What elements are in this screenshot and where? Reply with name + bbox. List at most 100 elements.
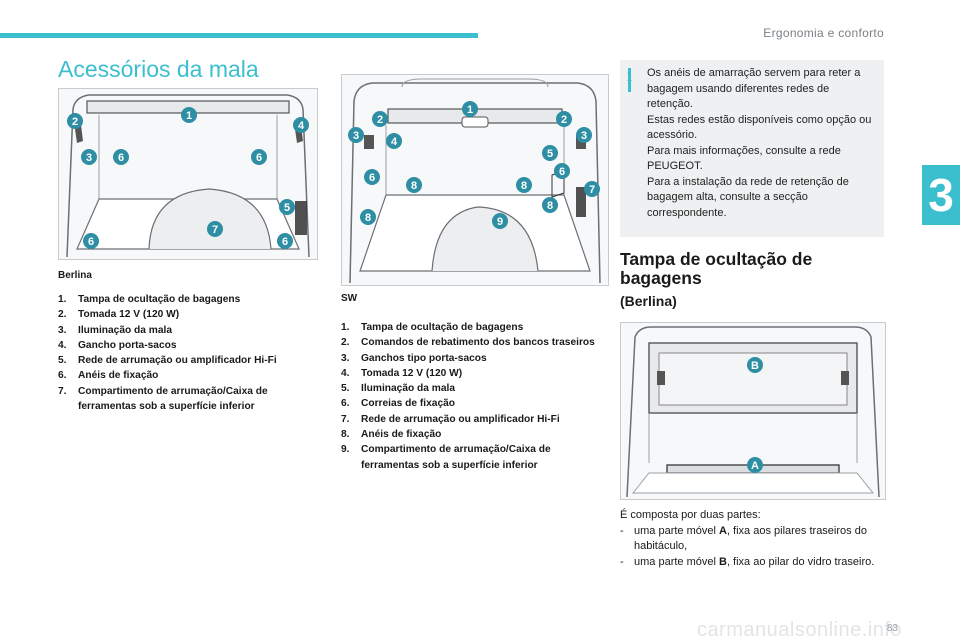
sw-callout-marker: 2 (556, 111, 572, 127)
svg-text:8: 8 (411, 180, 417, 192)
sw-legend-item: 3.Ganchos tipo porta-sacos (341, 351, 606, 366)
berlina-legend-number: 6. (58, 370, 67, 382)
berlina-callout-marker: 6 (113, 149, 129, 165)
info-note-box: i Os anéis de amarração servem para rete… (620, 60, 884, 237)
berlina-legend-number: 4. (58, 339, 67, 351)
cover-illustration: BA (626, 326, 880, 498)
info-line-1: Os anéis de amarração servem para reter … (647, 67, 861, 110)
sw-callout-marker: 6 (554, 163, 570, 179)
berlina-legend-item: 2.Tomada 12 V (120 W) (58, 307, 323, 322)
svg-text:5: 5 (547, 148, 553, 160)
sw-legend-number: 4. (341, 367, 350, 379)
sw-caption: SW (341, 293, 358, 304)
sw-legend-item: 9.Compartimento de arrumação/Caixa de fe… (341, 442, 606, 473)
chapter-tab: 3 (922, 165, 960, 225)
cover-part-b: - uma parte móvel B, fixa ao pilar do vi… (620, 555, 875, 568)
berlina-legend-text: Anéis de fixação (78, 370, 159, 382)
svg-text:1: 1 (467, 104, 473, 116)
sw-callout-marker: 1 (462, 101, 478, 117)
section-label: Ergonomia e conforto (763, 26, 884, 40)
sw-callout-marker: 3 (576, 127, 592, 143)
berlina-legend-item: 6. Anéis de fixação (58, 368, 323, 383)
sw-legend-number: 8. (341, 429, 350, 441)
info-line-2: Estas redes estão disponíveis como opção… (647, 113, 872, 142)
svg-text:6: 6 (559, 166, 565, 178)
sw-legend-text: Anéis de fixação (361, 429, 442, 441)
cover-part-b-pre: uma parte móvel (634, 555, 719, 568)
sw-legend-number: 9. (341, 444, 350, 456)
sw-legend-number: 6. (341, 398, 350, 410)
sw-callout-marker: 9 (492, 213, 508, 229)
sw-legend-text: Ganchos tipo porta-sacos (361, 352, 487, 364)
sw-callout-marker: 8 (360, 209, 376, 225)
berlina-callout-marker: 3 (81, 149, 97, 165)
berlina-caption: Berlina (58, 270, 92, 281)
svg-text:8: 8 (547, 200, 553, 212)
header-accent-bar (0, 33, 478, 38)
svg-text:6: 6 (282, 236, 288, 248)
berlina-legend-item: 7.Compartimento de arrumação/Caixa de fe… (58, 384, 323, 415)
section-heading: Tampa de ocultação de bagagens (620, 249, 813, 288)
berlina-callout-marker: 6 (277, 233, 293, 249)
cover-callout-marker: B (747, 357, 763, 373)
berlina-legend-item: 4. Gancho porta-sacos (58, 338, 323, 353)
page-number: 83 (886, 623, 898, 634)
sw-callout-marker: 6 (364, 169, 380, 185)
svg-text:7: 7 (212, 224, 218, 236)
berlina-legend-item: 3. Iluminação da mala (58, 323, 323, 338)
info-line-3: Para mais informações, consulte a rede P… (647, 144, 841, 173)
berlina-callout-marker: 7 (207, 221, 223, 237)
cover-callout-marker: A (747, 457, 763, 473)
cover-part-a: - uma parte móvel A, fixa aos pilares tr… (620, 524, 867, 553)
page-title: Acessórios da mala (58, 56, 259, 82)
cover-part-b-post: , fixa ao pilar do vidro traseiro. (726, 555, 875, 568)
cover-part-b-key: B (718, 555, 727, 568)
sw-legend-text: Correias de fixação (361, 398, 455, 410)
svg-text:6: 6 (88, 236, 94, 248)
svg-text:3: 3 (581, 130, 587, 142)
berlina-legend-text: Gancho porta-sacos (78, 339, 177, 351)
sw-legend-number: 5. (341, 383, 350, 395)
svg-text:7: 7 (589, 184, 595, 196)
svg-text:3: 3 (86, 152, 92, 164)
cover-part-a-post: , fixa aos pilares traseiros do habitácu… (634, 524, 867, 553)
sw-callout-marker: 7 (584, 181, 600, 197)
svg-text:6: 6 (256, 152, 262, 164)
berlina-legend-number: 5. (58, 355, 67, 367)
svg-text:A: A (751, 460, 759, 472)
berlina-legend-number: 7. (58, 385, 67, 397)
svg-text:B: B (751, 360, 759, 372)
svg-text:1: 1 (186, 110, 192, 122)
sw-legend-number: 2. (341, 337, 350, 349)
sw-legend-text: Tomada 12 V (120 W) (361, 367, 463, 379)
info-text: Os anéis de amarração servem para reter … (647, 66, 877, 221)
svg-text:6: 6 (369, 172, 375, 184)
sw-callout-marker: 5 (542, 145, 558, 161)
cover-part-a-pre: uma parte móvel (634, 524, 719, 537)
berlina-legend-text: Iluminação da mala (78, 324, 172, 336)
cover-part-a-key: A (718, 524, 727, 537)
info-line-4: Para a instalação da rede de retenção de… (647, 175, 849, 219)
svg-text:4: 4 (391, 136, 398, 148)
berlina-legend-number: 3. (58, 324, 67, 336)
sw-legend-text: Comandos de rebatimento dos bancos trase… (361, 337, 595, 349)
berlina-callout-marker: 4 (293, 117, 309, 133)
sw-legend-text: Rede de arrumação ou amplificador Hi-Fi (361, 413, 560, 425)
sw-legend-item: 4. Tomada 12 V (120 W) (341, 366, 606, 381)
berlina-legend-number: 1. (58, 294, 67, 305)
svg-text:2: 2 (561, 114, 567, 126)
berlina-legend-number: 2. (58, 309, 67, 321)
berlina-legend-text: Tampa de ocultação de bagagens (78, 294, 241, 305)
svg-text:2: 2 (377, 114, 383, 126)
svg-text:2: 2 (72, 116, 78, 128)
cover-description: É composta por duas partes: - uma parte … (620, 508, 882, 570)
sw-legend-item: 6. Correias de fixação (341, 396, 606, 411)
berlina-legend-item: 5.Rede de arrumação ou amplificador Hi-F… (58, 353, 323, 368)
svg-text:3: 3 (353, 130, 359, 142)
sw-legend-text: Tampa de ocultação de bagagens (361, 322, 524, 333)
svg-text:9: 9 (497, 216, 503, 228)
